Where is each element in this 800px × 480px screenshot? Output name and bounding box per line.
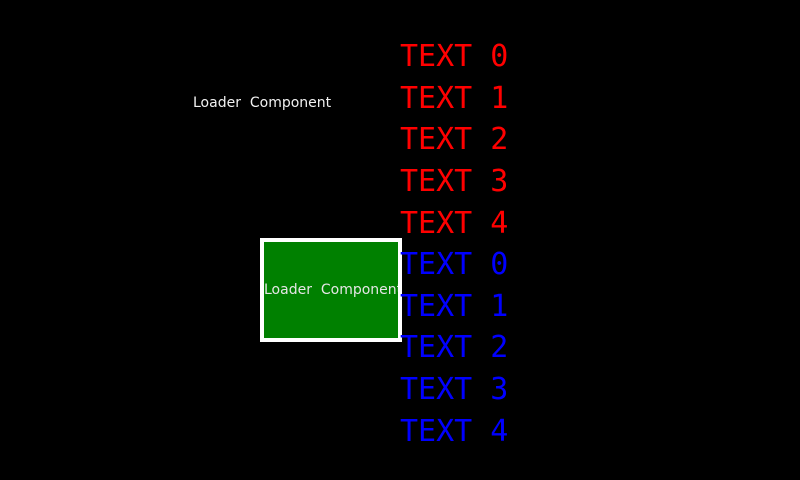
- loader-component-box-label: Loader Component: [264, 282, 402, 298]
- text-list-item[interactable]: TEXT 2: [400, 122, 509, 158]
- text-list-item[interactable]: TEXT 0: [400, 39, 509, 75]
- text-list-item[interactable]: TEXT 4: [400, 205, 509, 241]
- text-list-item[interactable]: TEXT 1: [400, 80, 509, 116]
- text-list-item[interactable]: TEXT 3: [400, 164, 509, 200]
- loader-component-box[interactable]: Loader Component: [260, 238, 402, 342]
- text-list-item[interactable]: TEXT 4: [400, 413, 509, 449]
- text-list-item[interactable]: TEXT 1: [400, 288, 509, 324]
- text-list: TEXT 0 TEXT 1 TEXT 2 TEXT 3 TEXT 4 TEXT …: [400, 36, 508, 452]
- text-list-item[interactable]: TEXT 3: [400, 372, 509, 408]
- text-list-item[interactable]: TEXT 2: [400, 330, 509, 366]
- loader-component-label: Loader Component: [193, 95, 332, 111]
- text-list-item[interactable]: TEXT 0: [400, 247, 509, 283]
